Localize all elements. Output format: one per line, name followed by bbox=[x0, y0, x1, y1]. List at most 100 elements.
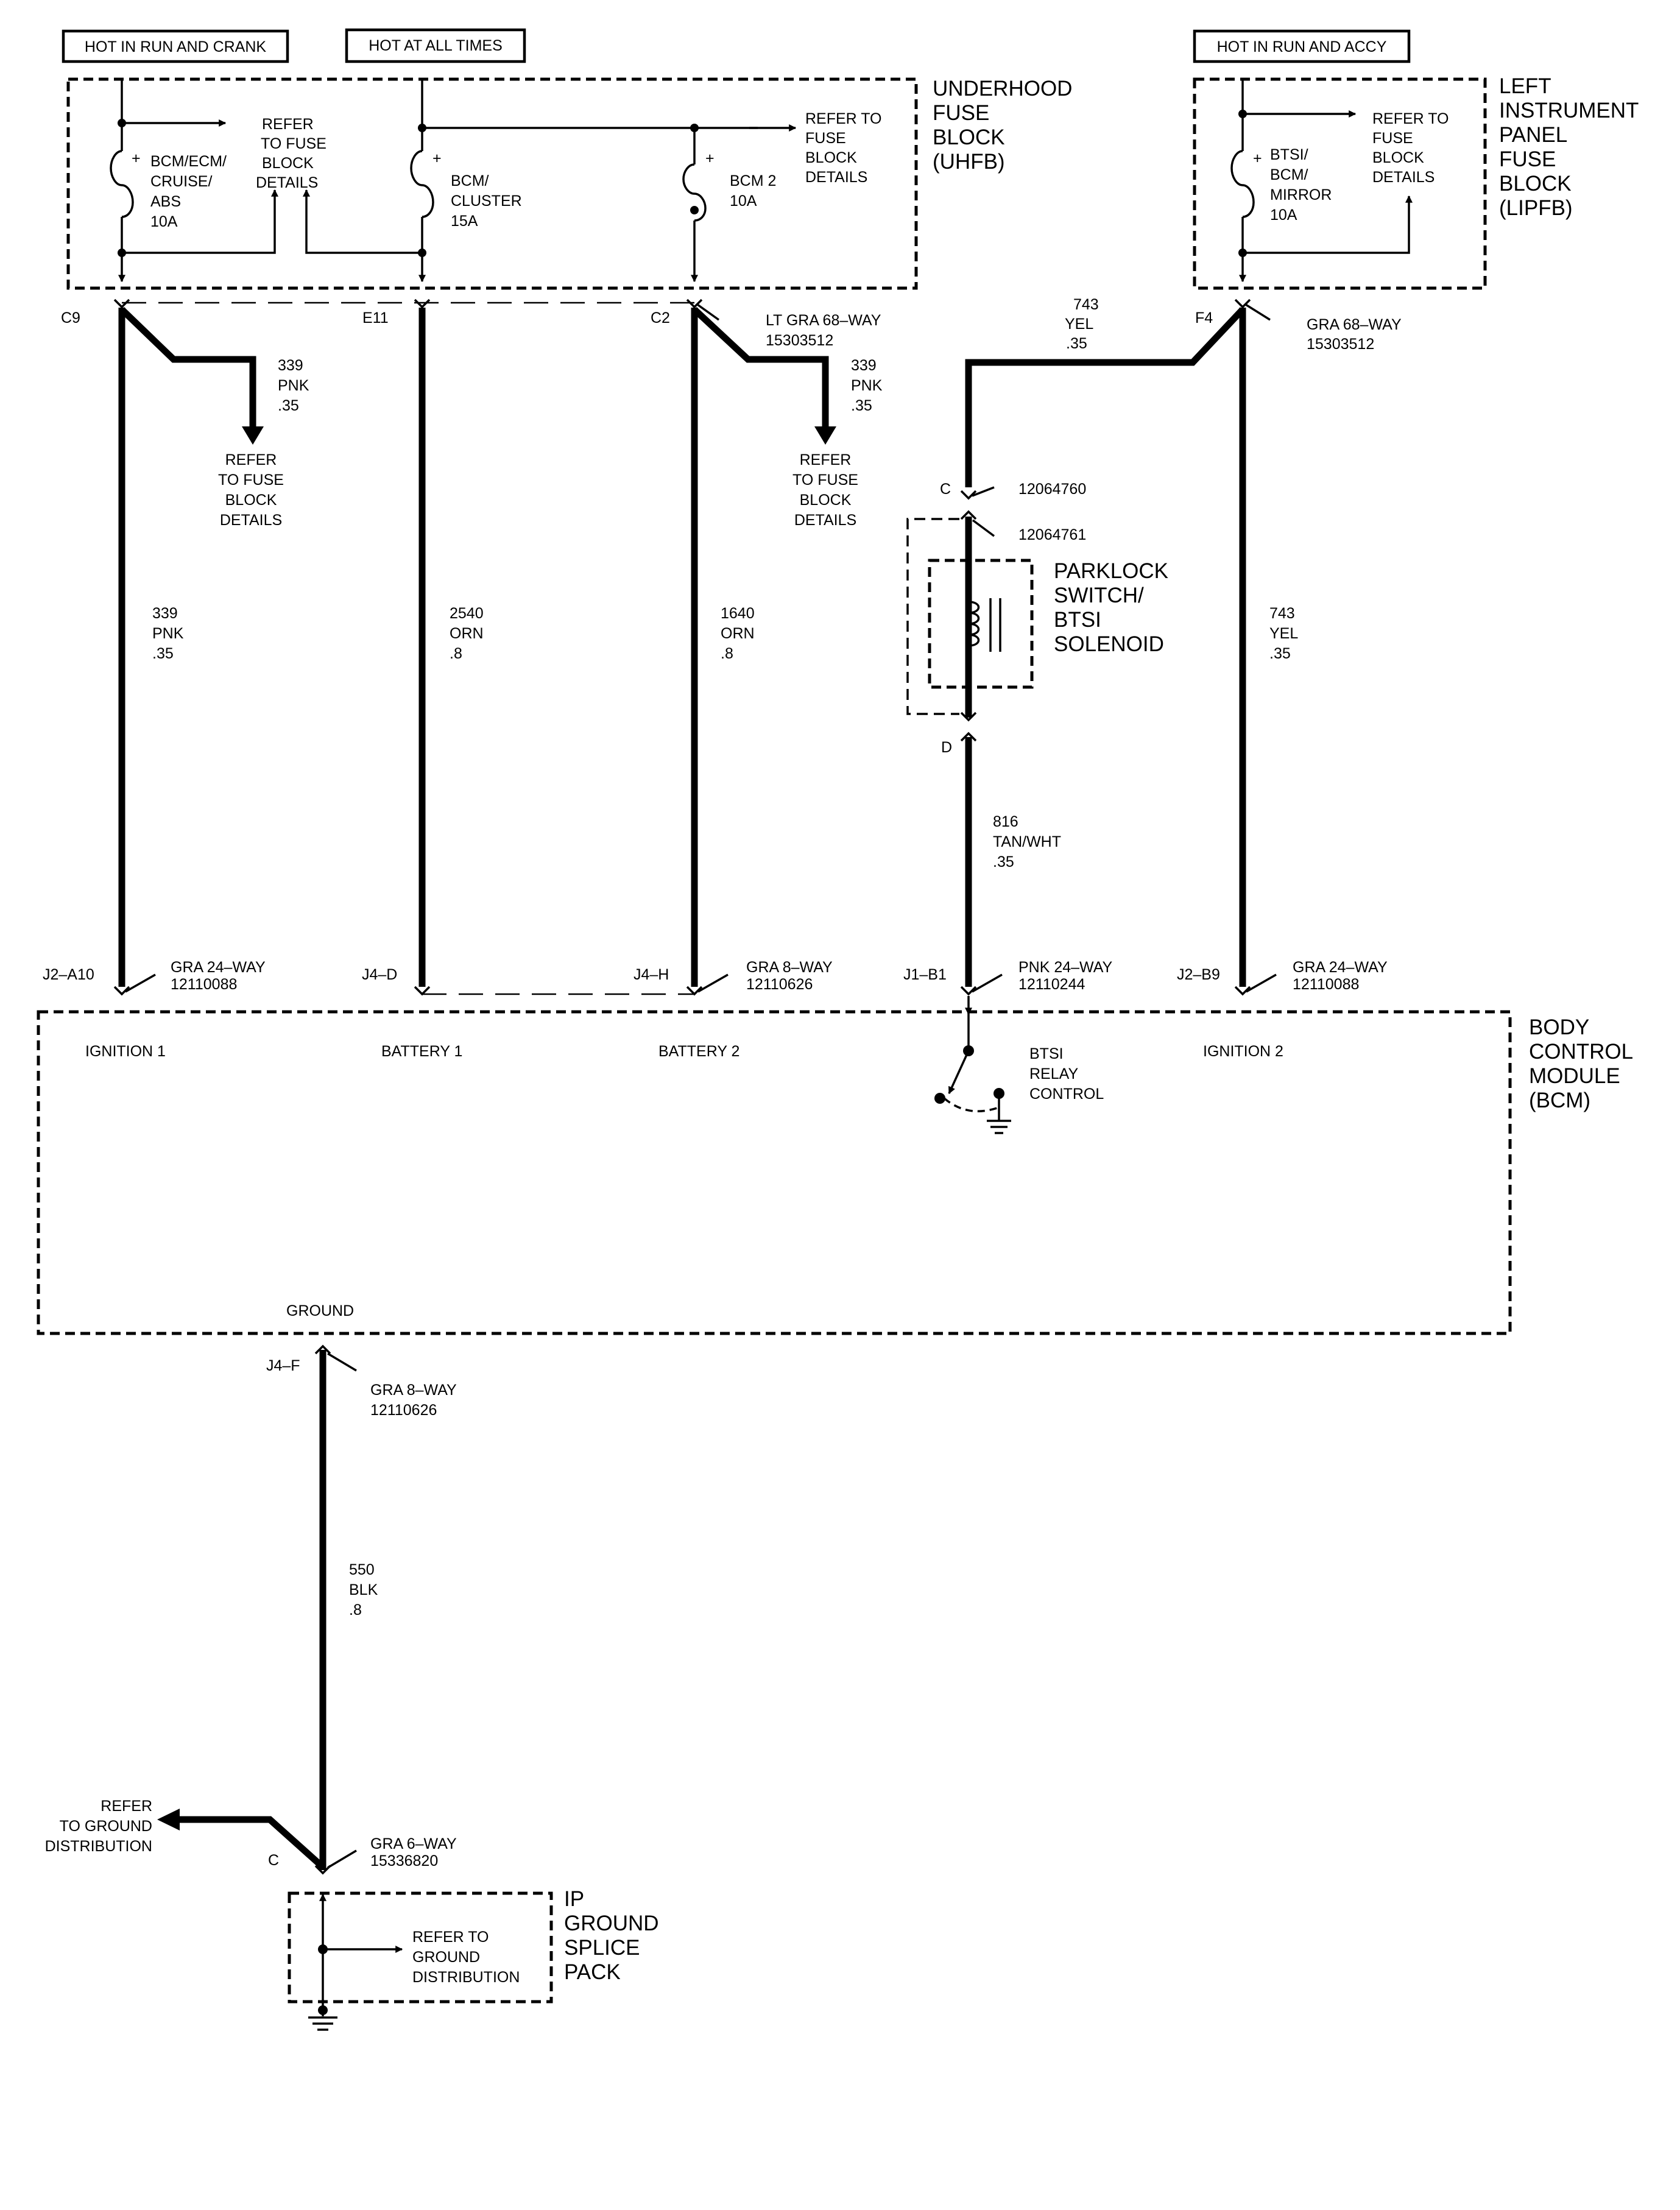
svg-text:339: 339 bbox=[152, 605, 178, 622]
svg-text:C: C bbox=[268, 1852, 279, 1869]
bcm-title: BODY CONTROL MODULE (BCM) bbox=[1529, 1015, 1633, 1112]
lipfb-refer-fuse-block-details: REFER TO FUSE BLOCK DETAILS bbox=[1372, 110, 1449, 186]
svg-text:DISTRIBUTION: DISTRIBUTION bbox=[412, 1969, 520, 1986]
wire-339-pnk: 339 PNK .35 bbox=[118, 307, 264, 987]
svg-text:339: 339 bbox=[278, 357, 303, 374]
svg-text:GROUND: GROUND bbox=[564, 1912, 659, 1935]
svg-text:FUSE: FUSE bbox=[933, 101, 989, 125]
svg-text:PNK 24–WAY: PNK 24–WAY bbox=[1018, 959, 1113, 976]
svg-text:DETAILS: DETAILS bbox=[220, 512, 282, 529]
svg-text:743: 743 bbox=[1269, 605, 1295, 622]
wire-1640-orn: 1640 ORN .8 bbox=[691, 306, 836, 987]
svg-text:.8: .8 bbox=[721, 645, 733, 662]
svg-text:CONTROL: CONTROL bbox=[1029, 1086, 1104, 1103]
svg-text:.35: .35 bbox=[278, 397, 299, 414]
connector-c-ground: C GRA 6–WAY 15336820 bbox=[268, 1835, 457, 1875]
svg-text:BLOCK: BLOCK bbox=[800, 492, 852, 509]
svg-text:IP: IP bbox=[564, 1887, 584, 1911]
svg-text:LEFT: LEFT bbox=[1499, 74, 1551, 98]
svg-text:MIRROR: MIRROR bbox=[1270, 186, 1332, 203]
svg-text:REFER TO: REFER TO bbox=[1372, 110, 1449, 127]
svg-text:REFER TO: REFER TO bbox=[805, 110, 882, 127]
bcm-ground-label: GROUND bbox=[286, 1302, 354, 1319]
bcm-ignition-1-label: IGNITION 1 bbox=[85, 1043, 166, 1060]
connector-j4-h: J4–H GRA 8–WAY 12110626 bbox=[634, 959, 833, 996]
svg-text:C: C bbox=[940, 481, 951, 498]
svg-text:INSTRUMENT: INSTRUMENT bbox=[1499, 99, 1639, 122]
svg-text:(UHFB): (UHFB) bbox=[933, 150, 1005, 174]
svg-text:743: 743 bbox=[1073, 296, 1099, 313]
svg-text:J4–H: J4–H bbox=[634, 966, 669, 983]
svg-text:2540: 2540 bbox=[450, 605, 484, 622]
splice-refer-ground-distribution: REFER TO GROUND DISTRIBUTION bbox=[412, 1929, 520, 1986]
svg-text:15303512: 15303512 bbox=[766, 332, 833, 349]
svg-text:TO FUSE: TO FUSE bbox=[261, 135, 326, 152]
svg-text:.35: .35 bbox=[851, 397, 872, 414]
svg-text:J4–D: J4–D bbox=[362, 966, 397, 983]
svg-text:BCM 2: BCM 2 bbox=[730, 172, 776, 189]
connector-c9: C9 bbox=[61, 298, 130, 327]
svg-text:PACK: PACK bbox=[564, 1960, 621, 1984]
bcm-ignition-2-label: IGNITION 2 bbox=[1203, 1043, 1283, 1060]
underhood-fuse-block: UNDERHOOD FUSE BLOCK (UHFB) + BCM/ECM/ C… bbox=[66, 77, 1072, 290]
svg-text:GRA 24–WAY: GRA 24–WAY bbox=[171, 959, 266, 976]
svg-text:BLOCK: BLOCK bbox=[805, 149, 857, 166]
svg-text:PNK: PNK bbox=[851, 377, 883, 394]
svg-text:CONTROL: CONTROL bbox=[1529, 1040, 1633, 1064]
svg-text:LT GRA 68–WAY: LT GRA 68–WAY bbox=[766, 312, 881, 329]
svg-text:SWITCH/: SWITCH/ bbox=[1054, 584, 1144, 607]
svg-text:REFER: REFER bbox=[225, 451, 277, 468]
svg-text:UNDERHOOD: UNDERHOOD bbox=[933, 77, 1072, 101]
connector-f4: F4 GRA 68–WAY 15303512 bbox=[1195, 298, 1402, 353]
svg-text:DETAILS: DETAILS bbox=[794, 512, 856, 529]
svg-text:1640: 1640 bbox=[721, 605, 755, 622]
lipfb-title: LEFT INSTRUMENT PANEL FUSE BLOCK (LIPFB) bbox=[1499, 74, 1639, 220]
svg-text:REFER: REFER bbox=[262, 116, 314, 133]
svg-text:E11: E11 bbox=[362, 309, 389, 327]
connector-j4-d: J4–D bbox=[362, 966, 431, 996]
svg-text:D: D bbox=[941, 739, 952, 756]
svg-text:BTSI/: BTSI/ bbox=[1270, 146, 1308, 163]
svg-text:C2: C2 bbox=[651, 309, 670, 327]
svg-text:BLOCK: BLOCK bbox=[225, 492, 277, 509]
btsi-relay-switch bbox=[934, 996, 1011, 1134]
svg-text:DISTRIBUTION: DISTRIBUTION bbox=[45, 1838, 152, 1855]
svg-text:TO GROUND: TO GROUND bbox=[60, 1818, 152, 1835]
fuse-bcm-cluster: + BCM/ CLUSTER 15A bbox=[303, 80, 758, 283]
splice-pack-title: IP GROUND SPLICE PACK bbox=[564, 1887, 659, 1984]
svg-text:DETAILS: DETAILS bbox=[256, 174, 318, 191]
svg-text:BLK: BLK bbox=[349, 1581, 378, 1598]
branch-339-right-label: 339 PNK .35 REFER TO FUSE BLOCK DETAILS bbox=[792, 357, 883, 529]
svg-text:FUSE: FUSE bbox=[1372, 130, 1413, 147]
connector-j2-a10: J2–A10 GRA 24–WAY 12110088 bbox=[43, 959, 266, 996]
svg-text:MODULE: MODULE bbox=[1529, 1064, 1620, 1088]
svg-text:TAN/WHT: TAN/WHT bbox=[993, 833, 1061, 850]
svg-text:15A: 15A bbox=[451, 213, 478, 230]
svg-text:BLOCK: BLOCK bbox=[933, 125, 1005, 149]
svg-text:10A: 10A bbox=[1270, 207, 1297, 224]
svg-text:10A: 10A bbox=[150, 213, 178, 230]
svg-text:SPLICE: SPLICE bbox=[564, 1936, 640, 1960]
connector-e11: E11 bbox=[362, 298, 431, 327]
svg-text:ORN: ORN bbox=[721, 625, 755, 642]
wire-550-blk: 550 BLK .8 bbox=[157, 1350, 378, 1870]
svg-text:BTSI: BTSI bbox=[1029, 1045, 1064, 1062]
svg-text:PANEL: PANEL bbox=[1499, 123, 1567, 147]
svg-text:12110088: 12110088 bbox=[171, 976, 237, 993]
fuse-bcm-2: + BCM 2 10A bbox=[682, 124, 797, 283]
svg-text:GROUND: GROUND bbox=[412, 1949, 480, 1966]
svg-text:.35: .35 bbox=[1269, 645, 1291, 662]
svg-text:YEL: YEL bbox=[1269, 625, 1298, 642]
svg-text:.8: .8 bbox=[450, 645, 462, 662]
branch-339-left-label: 339 PNK .35 REFER TO FUSE BLOCK DETAILS bbox=[218, 357, 309, 529]
svg-text:BLOCK: BLOCK bbox=[262, 155, 314, 172]
svg-text:TO FUSE: TO FUSE bbox=[218, 471, 284, 489]
svg-text:PARKLOCK: PARKLOCK bbox=[1054, 559, 1168, 583]
svg-text:12110244: 12110244 bbox=[1018, 976, 1085, 993]
svg-text:10A: 10A bbox=[730, 192, 757, 210]
svg-text:FUSE: FUSE bbox=[805, 130, 846, 147]
uhfb-title: UNDERHOOD FUSE BLOCK (UHFB) bbox=[933, 77, 1072, 174]
svg-text:12110626: 12110626 bbox=[370, 1402, 437, 1419]
svg-text:F4: F4 bbox=[1195, 309, 1213, 327]
